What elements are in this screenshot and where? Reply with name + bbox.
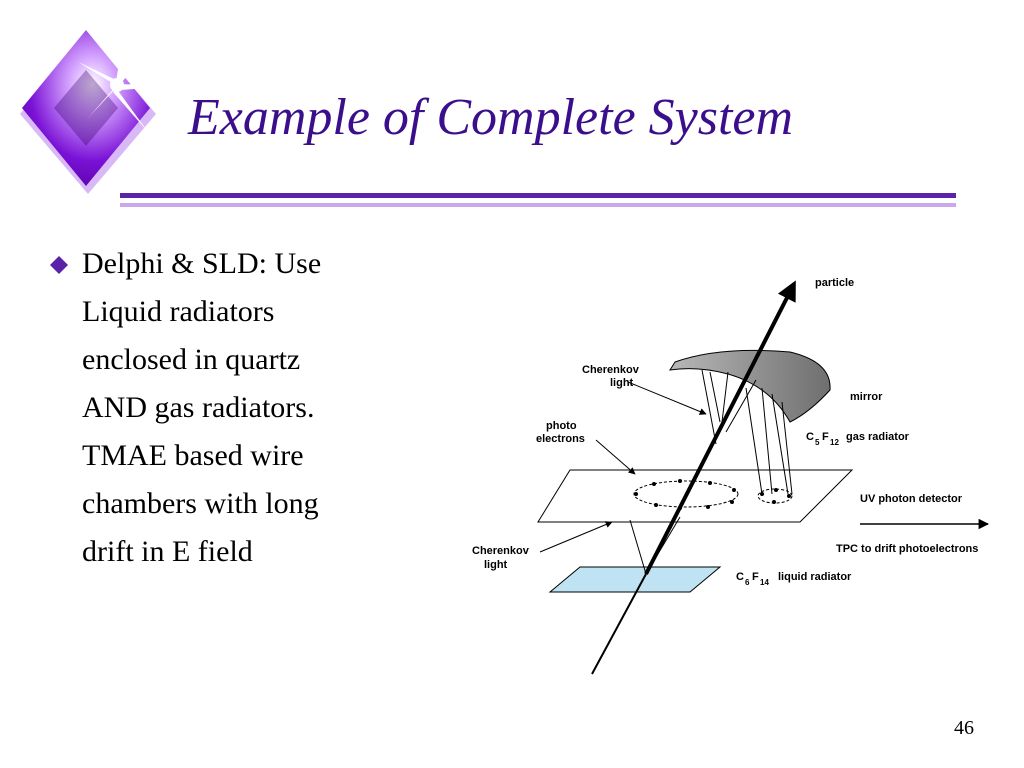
label-uv-photon-detector: UV photon detector [860,493,963,505]
bullet-line: chambers with long [82,487,319,520]
liquid-radiator-plate [548,566,722,593]
svg-text:liquid radiator: liquid radiator [778,571,852,583]
particle-track-lower [591,573,647,675]
label-gas-radiator: C 5 F 12 gas radiator [806,431,910,447]
label-particle: particle [815,277,854,289]
svg-text:C: C [736,571,744,583]
title-underline-thick [120,193,956,198]
svg-text:F: F [822,431,829,443]
label-cherenkov-light-top-2: light [610,377,634,389]
svg-text:C: C [806,431,814,443]
svg-text:gas radiator: gas radiator [846,431,910,443]
svg-text:12: 12 [830,438,839,447]
title-underline-thin [120,203,956,207]
page-number: 46 [954,717,974,739]
photoelectron-ring-small [757,488,793,504]
svg-text:5: 5 [815,438,820,447]
bullet-line: Liquid radiators [82,295,275,328]
label-tpc: TPC to drift photoelectrons [836,543,978,555]
particle-track-upper [644,280,796,575]
bullet-text: Delphi & SLD: Use Liquid radiators enclo… [82,240,422,576]
cherenkov-cone [701,369,793,495]
label-photo-electrons-1: photo [546,420,577,432]
svg-text:F: F [752,571,759,583]
label-photo-electrons-2: electrons [536,433,585,445]
label-liquid-radiator: C 6 F 14 liquid radiator [736,571,852,587]
bullet-line: enclosed in quartz [82,343,301,376]
svg-text:6: 6 [745,578,750,587]
label-cherenkov-light-bottom-1: Cherenkov [472,545,530,557]
bullet-line: TMAE based wire [82,439,304,472]
rich-detector-diagram: particle Cherenkov light mirror photo el… [472,277,990,675]
bullet-line: Delphi & SLD: Use [82,247,322,280]
label-cherenkov-light-bottom-2: light [484,559,508,571]
diamond-bullet-icon [50,256,68,274]
label-cherenkov-light-top-1: Cherenkov [582,364,640,376]
svg-text:14: 14 [760,578,769,587]
bullet-line: AND gas radiators. [82,391,315,424]
bullet-line: drift in E field [82,535,253,568]
label-mirror: mirror [850,391,883,403]
logo-diamond-star-icon [20,30,178,194]
slide-title: Example of Complete System [188,89,794,146]
mirror-shape [669,349,831,423]
